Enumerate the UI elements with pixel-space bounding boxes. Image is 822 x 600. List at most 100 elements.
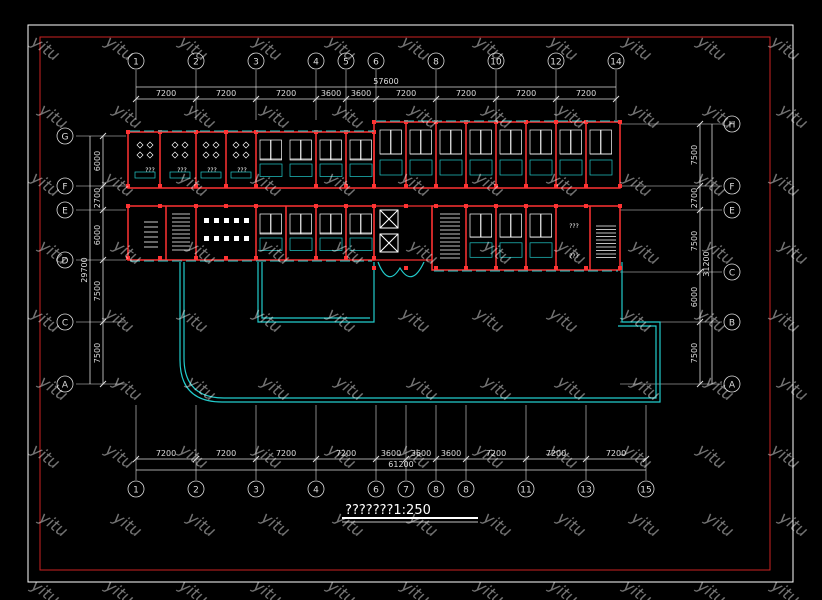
watermark-text: yitu bbox=[693, 575, 730, 600]
watermark-text: yitu bbox=[619, 439, 656, 473]
watermark-text: yitu bbox=[397, 575, 434, 600]
column-marker bbox=[584, 120, 588, 124]
watermark-text: yitu bbox=[471, 167, 508, 201]
axis-label: D bbox=[62, 257, 69, 267]
watermark-text: yitu bbox=[479, 371, 516, 405]
axis-bubble bbox=[247, 52, 265, 70]
axis-label: H bbox=[729, 121, 736, 131]
column-marker bbox=[314, 204, 318, 208]
span-dimension: 7500 bbox=[93, 343, 102, 363]
guest-room-furniture bbox=[559, 129, 583, 176]
column-marker bbox=[158, 204, 162, 208]
watermark-text: yitu bbox=[553, 507, 590, 541]
desk-cluster bbox=[230, 141, 252, 179]
watermark-text: yitu bbox=[323, 167, 360, 201]
watermark-text: yitu bbox=[109, 507, 146, 541]
span-dimension: 7500 bbox=[690, 145, 699, 165]
watermark-text: yitu bbox=[323, 575, 360, 600]
span-dimension: 7200 bbox=[276, 89, 296, 98]
watermark-text: yitu bbox=[619, 167, 656, 201]
span-dimension: 7200 bbox=[606, 449, 626, 458]
axis-bubble bbox=[127, 52, 145, 70]
dimension-tick bbox=[432, 455, 440, 463]
column-marker bbox=[618, 204, 622, 208]
axis-label: 4 bbox=[313, 58, 319, 68]
axis-label: 6 bbox=[373, 486, 379, 496]
dimension-tick bbox=[342, 95, 350, 103]
axis-label: 4 bbox=[313, 486, 319, 496]
axis-label: 15 bbox=[640, 486, 651, 496]
column-marker bbox=[372, 266, 376, 270]
axis-label: E bbox=[62, 207, 68, 217]
axis-bubble bbox=[56, 177, 74, 195]
column-marker bbox=[584, 266, 588, 270]
watermark-text: yitu bbox=[175, 575, 212, 600]
watermark-text: yitu bbox=[767, 31, 804, 65]
column-marker bbox=[126, 204, 130, 208]
axis-label: E bbox=[729, 207, 735, 217]
column-marker bbox=[494, 184, 498, 188]
guest-room-furniture bbox=[289, 139, 313, 177]
dimension-tick bbox=[99, 132, 107, 140]
column-marker bbox=[314, 184, 318, 188]
column-marker bbox=[434, 184, 438, 188]
axis-bubble bbox=[723, 201, 741, 219]
axis-label: 8 bbox=[463, 486, 469, 496]
axis-label: 1 bbox=[133, 486, 139, 496]
dimension-tick bbox=[99, 380, 107, 388]
room-tags-lower: ?????? bbox=[569, 223, 579, 260]
span-dimension: 7500 bbox=[690, 231, 699, 251]
column-marker bbox=[126, 256, 130, 260]
column-marker bbox=[314, 130, 318, 134]
dimension-tick bbox=[462, 455, 470, 463]
axis-bubble bbox=[723, 313, 741, 331]
column-marker bbox=[524, 266, 528, 270]
axis-label: 8 bbox=[433, 486, 439, 496]
column-marker bbox=[464, 184, 468, 188]
watermark-text: yitu bbox=[109, 371, 146, 405]
watermark-text: yitu bbox=[27, 167, 64, 201]
axis-bubble bbox=[187, 480, 205, 498]
dimension-tick bbox=[132, 95, 140, 103]
axis-bubble bbox=[577, 480, 595, 498]
axis-bubble bbox=[723, 375, 741, 393]
guest-room-furniture bbox=[319, 139, 343, 177]
span-dimension: 3600 bbox=[381, 449, 401, 458]
axis-label: 1 bbox=[133, 58, 139, 68]
watermark-text: yitu bbox=[257, 371, 294, 405]
span-dimension: 7200 bbox=[216, 449, 236, 458]
dimension-tick bbox=[552, 95, 560, 103]
column-marker bbox=[404, 266, 408, 270]
elevator-core bbox=[379, 209, 399, 253]
axis-label: 3 bbox=[253, 58, 259, 68]
watermark-text: yitu bbox=[27, 575, 64, 600]
column-marker bbox=[224, 130, 228, 134]
watermark-text: yitu bbox=[693, 439, 730, 473]
column-marker bbox=[372, 256, 376, 260]
watermark-text: yitu bbox=[553, 99, 590, 133]
span-dimension: 3600 bbox=[441, 449, 461, 458]
stair-east bbox=[440, 213, 616, 259]
axis-bubble bbox=[723, 177, 741, 195]
watermark-text: yitu bbox=[767, 575, 804, 600]
column-marker bbox=[554, 120, 558, 124]
desk-cluster bbox=[200, 141, 222, 179]
axis-label: 10 bbox=[490, 58, 502, 68]
span-dimension: 7200 bbox=[156, 449, 176, 458]
guest-room-furniture bbox=[589, 129, 613, 176]
watermark-text: yitu bbox=[27, 31, 64, 65]
column-marker bbox=[158, 256, 162, 260]
column-marker bbox=[554, 266, 558, 270]
axis-bubble bbox=[427, 52, 445, 70]
axis-bubble bbox=[56, 313, 74, 331]
guest-room-furniture bbox=[499, 213, 523, 258]
column-marker bbox=[158, 130, 162, 134]
total-dimension: 61200 bbox=[388, 460, 413, 469]
watermark-text: yitu bbox=[101, 31, 138, 65]
span-dimension: 3600 bbox=[351, 89, 371, 98]
guest-room-furniture bbox=[529, 213, 553, 258]
room-tag: ??? bbox=[145, 167, 155, 174]
